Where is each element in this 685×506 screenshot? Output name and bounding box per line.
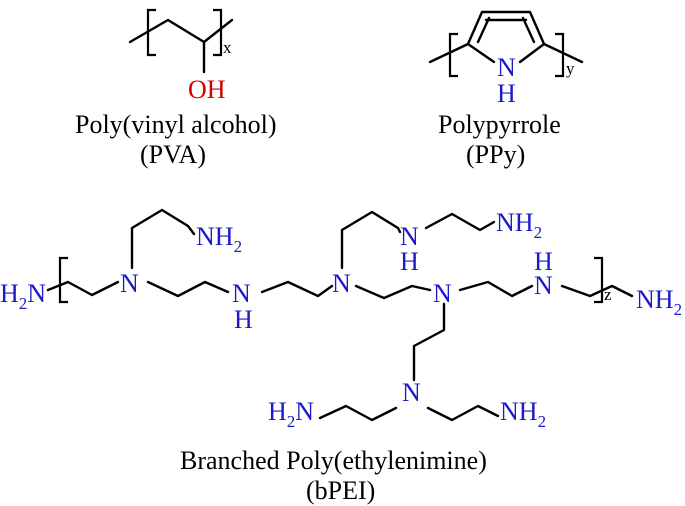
bpei-main-chain-1: [46, 280, 120, 297]
bpei-n-1: N: [120, 269, 139, 298]
bpei-name: Branched Poly(ethylenimine): [180, 446, 487, 475]
ppy-name: Polypyrrole: [438, 110, 561, 139]
bpei-branch-3: [412, 302, 446, 382]
bpei-structure: z H2N N NH2 N H N N H NH2 N H N NH2 N H2…: [0, 208, 682, 505]
bpei-right-bracket: [594, 256, 604, 304]
bpei-main-chain-2: [146, 280, 230, 298]
bpei-nh-3-h: H: [534, 247, 553, 276]
bpei-nh2-right: NH2: [636, 285, 682, 319]
bpei-nh2-1: NH2: [196, 222, 242, 256]
bpei-nh-2-h: H: [400, 247, 419, 276]
bpei-nh-2-n: N: [400, 222, 419, 251]
bpei-main-chain-3: [260, 280, 334, 298]
bpei-h2n-bottom: H2N: [268, 397, 314, 431]
bpei-h2n-left: H2N: [0, 279, 46, 313]
ppy-double-bond-left: [476, 16, 491, 44]
bpei-main-chain-6: [560, 284, 634, 298]
bpei-n-4: N: [402, 378, 421, 407]
ppy-h-label: H: [497, 79, 516, 108]
bpei-branch-3b: [318, 404, 398, 422]
pva-structure: x OH Poly(vinyl alcohol) (PVA): [75, 8, 276, 169]
bpei-repeat-index: z: [604, 285, 612, 304]
ppy-ring-n-right: [518, 42, 546, 64]
pva-backbone: [128, 18, 234, 44]
ppy-n-label: N: [497, 53, 516, 82]
pva-name: Poly(vinyl alcohol): [75, 110, 276, 139]
bpei-left-bracket: [58, 256, 68, 304]
ppy-left-bracket: [448, 32, 458, 78]
bpei-branch-3c: [426, 404, 500, 422]
bpei-branch-1: [130, 208, 196, 270]
bpei-abbr: (bPEI): [306, 476, 375, 505]
ppy-right-bracket: [555, 32, 565, 78]
pva-left-bracket: [146, 8, 156, 57]
bpei-nh2-bottom: NH2: [500, 397, 546, 431]
ppy-ring-n-left: [466, 42, 496, 64]
pva-repeat-index: x: [223, 38, 232, 57]
bpei-nh-1-h: H: [234, 305, 253, 334]
bpei-n-3: N: [433, 279, 452, 308]
bpei-nh-3-n: N: [534, 271, 553, 300]
ppy-repeat-index: y: [566, 59, 575, 78]
pva-right-bracket: [213, 8, 223, 57]
bpei-nh-1-n: N: [232, 279, 251, 308]
bpei-branch-2b: [424, 212, 496, 232]
ppy-structure: y N H Polypyrrole (PPy): [428, 10, 584, 169]
ppy-ring: [466, 10, 546, 46]
bpei-nh2-2: NH2: [496, 208, 542, 242]
pva-abbr: (PVA): [140, 140, 206, 169]
bpei-main-chain-5: [458, 280, 534, 298]
ppy-abbr: (PPy): [466, 140, 525, 169]
ppy-double-bond-right: [521, 16, 536, 44]
bpei-n-2: N: [332, 269, 351, 298]
pva-oh-label: OH: [188, 75, 226, 104]
bpei-main-chain-4: [354, 284, 432, 300]
bpei-branch-2: [340, 210, 402, 270]
